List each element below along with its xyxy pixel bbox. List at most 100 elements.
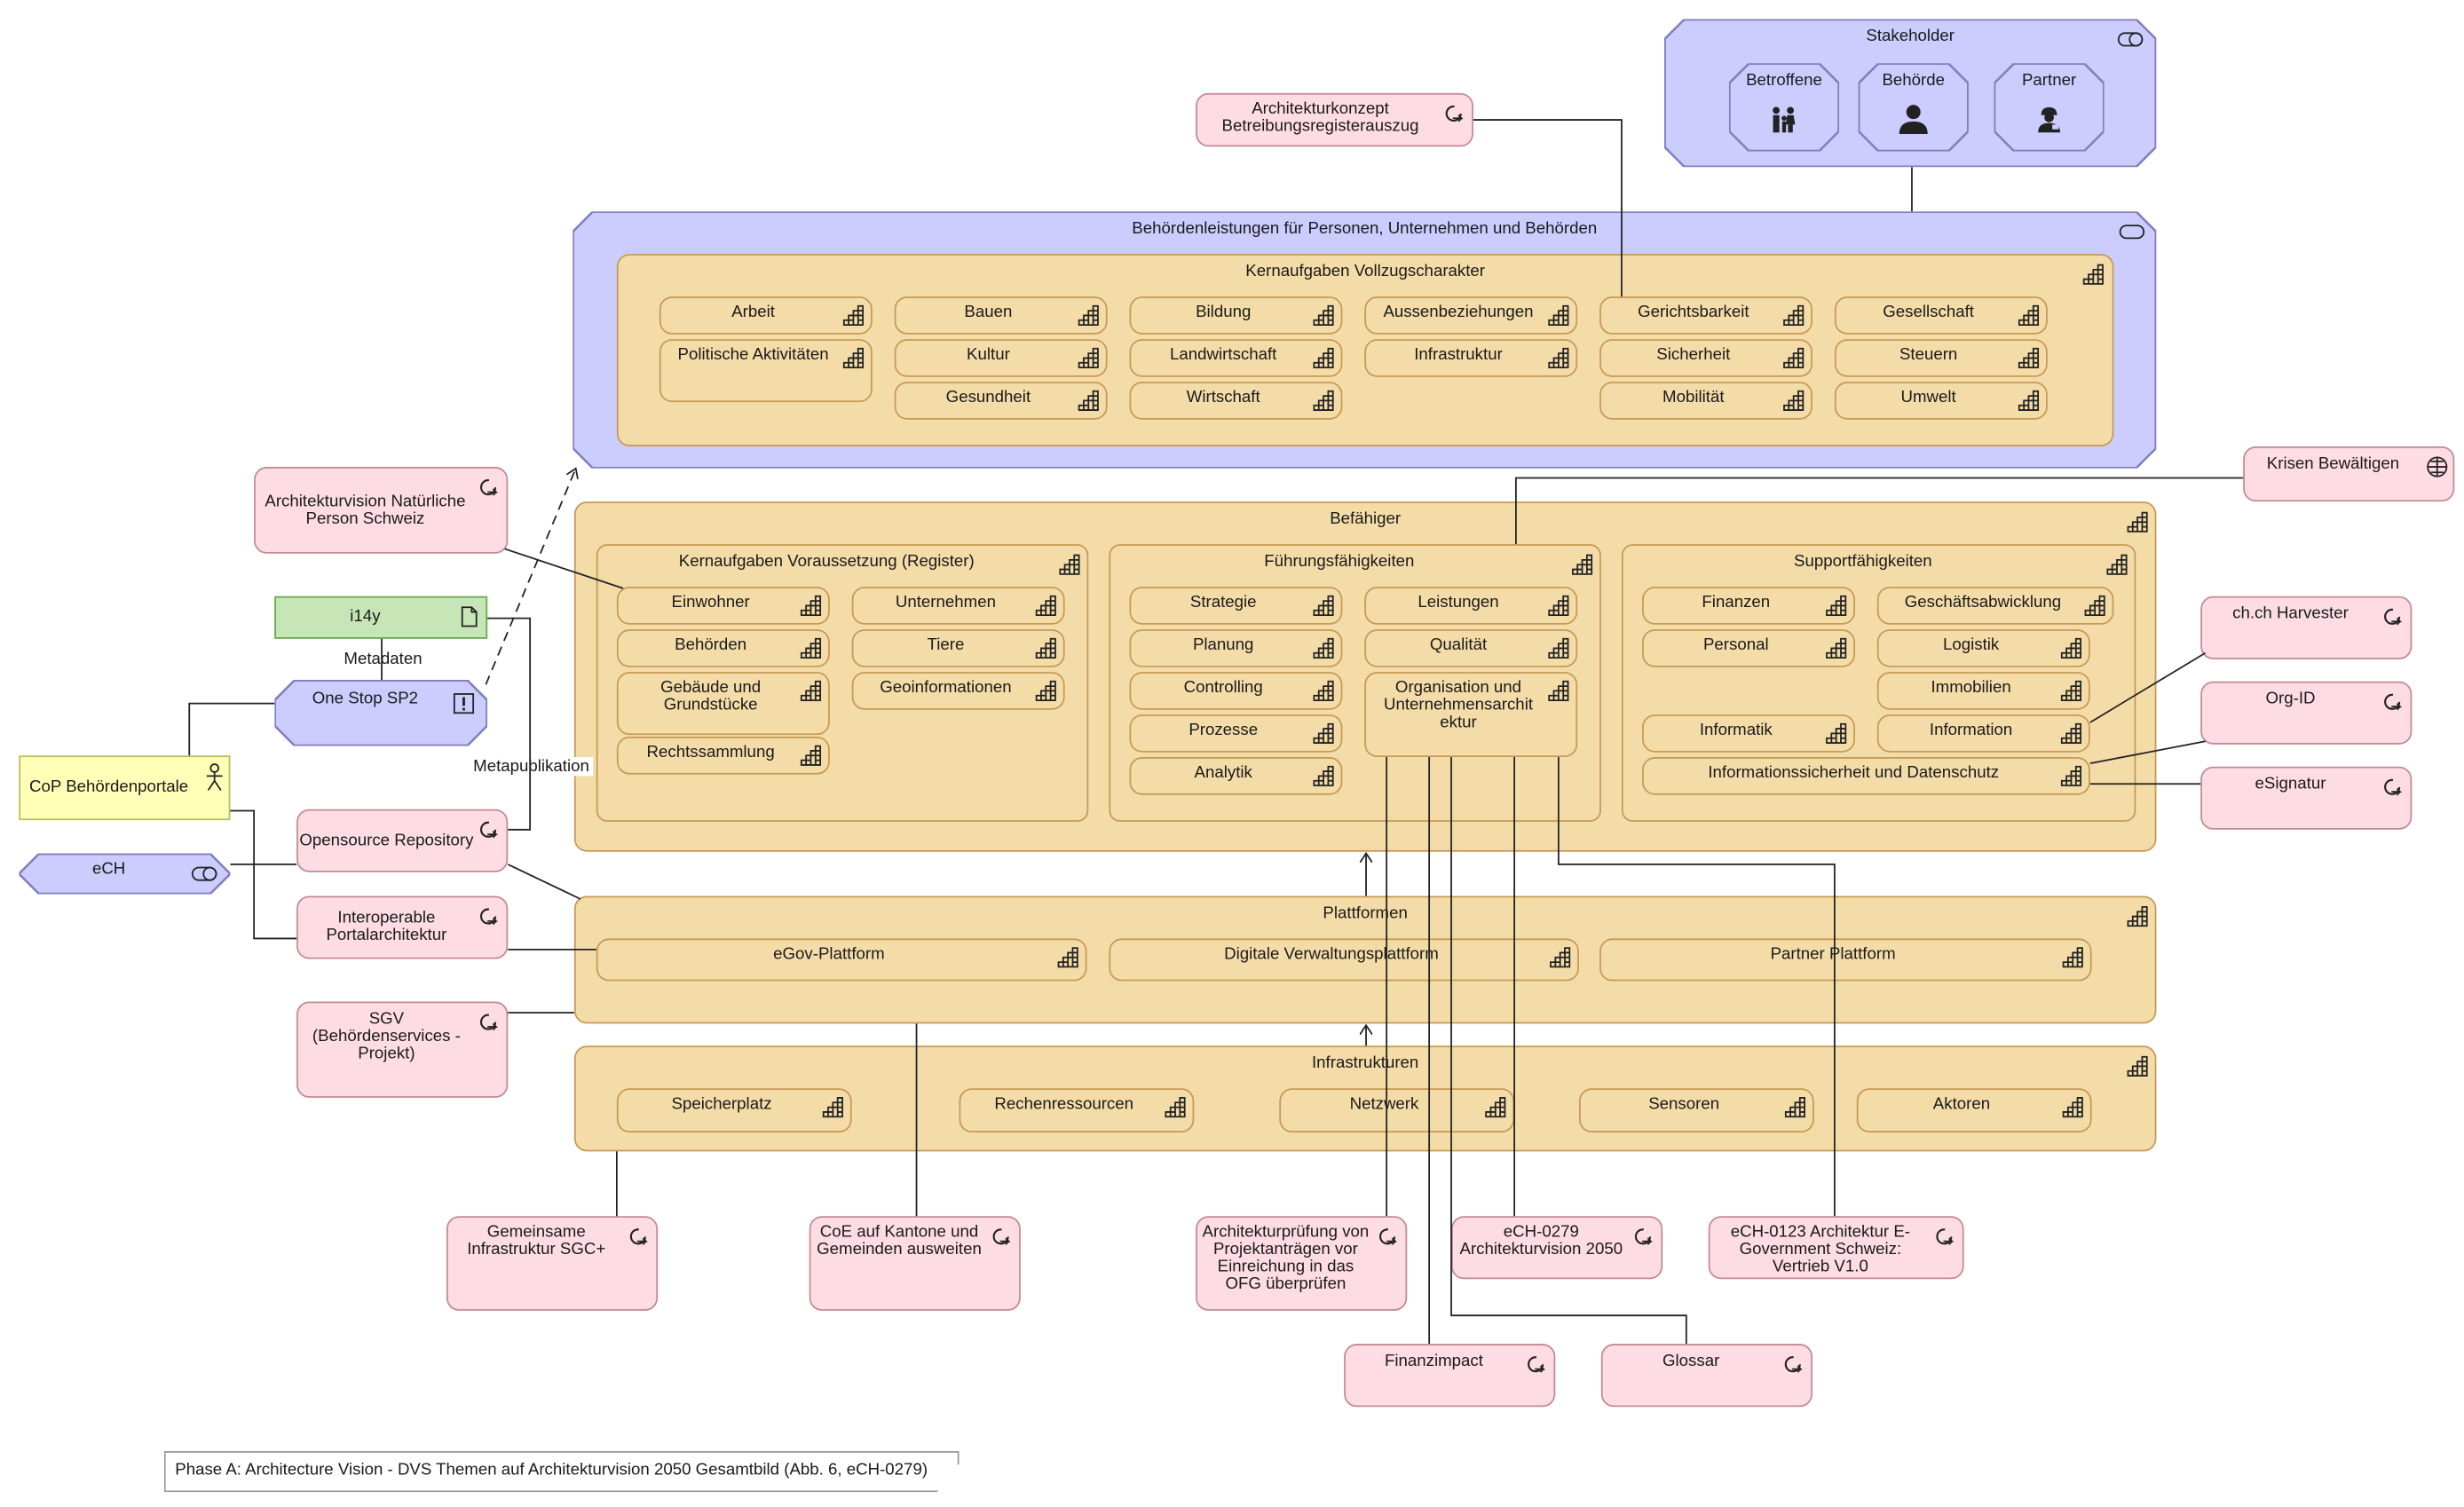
capability-wirtschaft[interactable]: Wirtschaft	[1129, 382, 1343, 420]
event-one-stop-sp2[interactable]: One Stop SP2	[274, 680, 487, 746]
requirement-krisen[interactable]: Krisen Bewältigen	[2243, 446, 2455, 502]
capability-icon	[2106, 554, 2128, 575]
requirement-label: Architekturvision Natürliche Person Schw…	[265, 491, 466, 528]
capability-politische-aktivitäten[interactable]: Politische Aktivitäten	[659, 339, 873, 403]
capability-steuern[interactable]: Steuern	[1834, 339, 2048, 377]
capability-sensoren[interactable]: Sensoren	[1578, 1088, 1814, 1133]
stakeholder-betroffene[interactable]: Betroffene	[1729, 63, 1839, 152]
capability-icon	[2127, 1055, 2148, 1077]
capability-gesundheit[interactable]: Gesundheit	[894, 382, 1108, 420]
requirement-orgid[interactable]: Org-ID	[2200, 681, 2413, 745]
capability-information[interactable]: Information	[1876, 714, 2090, 753]
process-icon	[2384, 608, 2403, 626]
capability-immobilien[interactable]: Immobilien	[1876, 672, 2090, 710]
capability-geoinformationen[interactable]: Geoinformationen	[851, 672, 1065, 710]
capability-netzwerk[interactable]: Netzwerk	[1279, 1088, 1515, 1133]
capability-aussenbeziehungen[interactable]: Aussenbeziehungen	[1364, 296, 1578, 335]
capability-qualität[interactable]: Qualität	[1364, 629, 1578, 667]
process-icon	[992, 1228, 1011, 1245]
enabler-title: Befähiger	[1330, 509, 1402, 529]
capability-egov-plattform[interactable]: eGov-Plattform	[596, 938, 1087, 982]
capability-unternehmen[interactable]: Unternehmen	[851, 587, 1065, 625]
requirement-ech0123[interactable]: eCH-0123 Architektur E-Government Schwei…	[1708, 1216, 1964, 1280]
capability-gerichtsbarkeit[interactable]: Gerichtsbarkeit	[1599, 296, 1813, 335]
requirement-coe[interactable]: CoE auf Kantone und Gemeinden ausweiten	[809, 1216, 1021, 1311]
capability-geschäftsabwicklung[interactable]: Geschäftsabwicklung	[1876, 587, 2114, 625]
capability-planung[interactable]: Planung	[1129, 629, 1343, 667]
capability-finanzen[interactable]: Finanzen	[1642, 587, 1855, 625]
requirement-glossar[interactable]: Glossar	[1600, 1344, 1813, 1408]
capability-einwohner[interactable]: Einwohner	[616, 587, 830, 625]
capability-umwelt[interactable]: Umwelt	[1834, 382, 2048, 420]
capability-rechenressourcen[interactable]: Rechenressourcen	[959, 1088, 1195, 1133]
capability-behörden[interactable]: Behörden	[616, 629, 830, 667]
requirement-ech0279[interactable]: eCH-0279 Architekturvision 2050	[1451, 1216, 1663, 1280]
capability-aktoren[interactable]: Aktoren	[1856, 1088, 2092, 1133]
capability-label: Information	[1929, 721, 2013, 740]
capability-label: Leistungen	[1418, 593, 1499, 612]
stakeholder-partner[interactable]: Partner	[1994, 63, 2104, 152]
capability-bildung[interactable]: Bildung	[1129, 296, 1343, 335]
capability-icon	[2060, 722, 2082, 744]
requirement-opensource[interactable]: Opensource Repository	[296, 809, 509, 872]
requirement-interoperable[interactable]: Interoperable Portalarchitektur	[296, 896, 509, 959]
capability-label: Personal	[1702, 635, 1769, 655]
requirement-sgv[interactable]: SGV (Behördenservices - Projekt)	[296, 1001, 509, 1098]
requirement-pruefung[interactable]: Architekturprüfung von Projektanträgen v…	[1196, 1216, 1408, 1311]
capability-icon	[842, 304, 865, 326]
process-icon	[1378, 1228, 1398, 1245]
capability-kultur[interactable]: Kultur	[894, 339, 1108, 377]
requirement-finanzimpact[interactable]: Finanzimpact	[1344, 1344, 1556, 1408]
requirement-label: Org-ID	[2265, 689, 2316, 708]
capability-mobilität[interactable]: Mobilität	[1599, 382, 1813, 420]
capability-organisation-und-unternehmensarchit-ektur[interactable]: Organisation und Unternehmensarchit ektu…	[1364, 672, 1578, 758]
application-i14y[interactable]: i14y	[274, 596, 488, 639]
capability-label: Informatik	[1699, 721, 1773, 740]
process-icon	[479, 479, 499, 496]
stakeholder-behoerde[interactable]: Behörde	[1859, 63, 1969, 152]
connector	[507, 864, 581, 900]
stakeholder-group[interactable]: Stakeholder Betroffene Behörde Partner	[1664, 19, 2156, 167]
capability-label: Finanzen	[1702, 593, 1771, 612]
capability-tiere[interactable]: Tiere	[851, 629, 1065, 667]
capability-icon	[1783, 304, 1805, 326]
capability-gebäude-und-grundstücke[interactable]: Gebäude und Grundstücke	[616, 672, 830, 736]
capability-landwirtschaft[interactable]: Landwirtschaft	[1129, 339, 1343, 377]
capability-informationssicherheit-und-datenschutz[interactable]: Informationssicherheit und Datenschutz	[1642, 757, 2090, 795]
capability-icon	[800, 637, 822, 659]
capability-rechtssammlung[interactable]: Rechtssammlung	[616, 736, 830, 775]
capability-personal[interactable]: Personal	[1642, 629, 1855, 667]
capability-label: Informationssicherheit und Datenschutz	[1708, 763, 2000, 783]
capability-label: Sensoren	[1648, 1094, 1720, 1114]
requirement-sgc[interactable]: Gemeinsame Infrastruktur SGC+	[446, 1216, 659, 1311]
capability-analytik[interactable]: Analytik	[1129, 757, 1343, 795]
capability-informatik[interactable]: Informatik	[1642, 714, 1855, 753]
capability-arbeit[interactable]: Arbeit	[659, 296, 873, 335]
capability-icon	[1313, 637, 1334, 659]
capability-leistungen[interactable]: Leistungen	[1364, 587, 1578, 625]
role-ech[interactable]: eCH	[19, 853, 230, 894]
capability-speicherplatz[interactable]: Speicherplatz	[616, 1088, 852, 1133]
capability-sicherheit[interactable]: Sicherheit	[1599, 339, 1813, 377]
capability-digitale-verwaltungsplattform[interactable]: Digitale Verwaltungsplattform	[1109, 938, 1579, 982]
actor-cop[interactable]: CoP Behördenportale	[19, 755, 231, 821]
capability-partner-plattform[interactable]: Partner Plattform	[1599, 938, 2092, 982]
requirement-esignatur[interactable]: eSignatur	[2200, 766, 2413, 830]
requirement-label: Krisen Bewältigen	[2266, 454, 2400, 474]
capability-controlling[interactable]: Controlling	[1129, 672, 1343, 710]
capability-gesellschaft[interactable]: Gesellschaft	[1834, 296, 2048, 335]
requirement-harvester[interactable]: ch.ch Harvester	[2200, 596, 2413, 659]
requirement-architekturvision-person[interactable]: Architekturvision Natürliche Person Schw…	[254, 467, 509, 554]
capability-infrastruktur[interactable]: Infrastruktur	[1364, 339, 1578, 377]
capability-logistik[interactable]: Logistik	[1876, 629, 2090, 667]
platforms-title: Plattformen	[1323, 903, 1408, 923]
capability-label: Gerichtsbarkeit	[1638, 303, 1749, 322]
capability-strategie[interactable]: Strategie	[1129, 587, 1343, 625]
capability-label: eGov-Plattform	[773, 944, 885, 964]
capability-bauen[interactable]: Bauen	[894, 296, 1108, 335]
capability-icon	[2018, 390, 2040, 411]
capability-label: Infrastruktur	[1414, 345, 1503, 365]
capability-prozesse[interactable]: Prozesse	[1129, 714, 1343, 753]
